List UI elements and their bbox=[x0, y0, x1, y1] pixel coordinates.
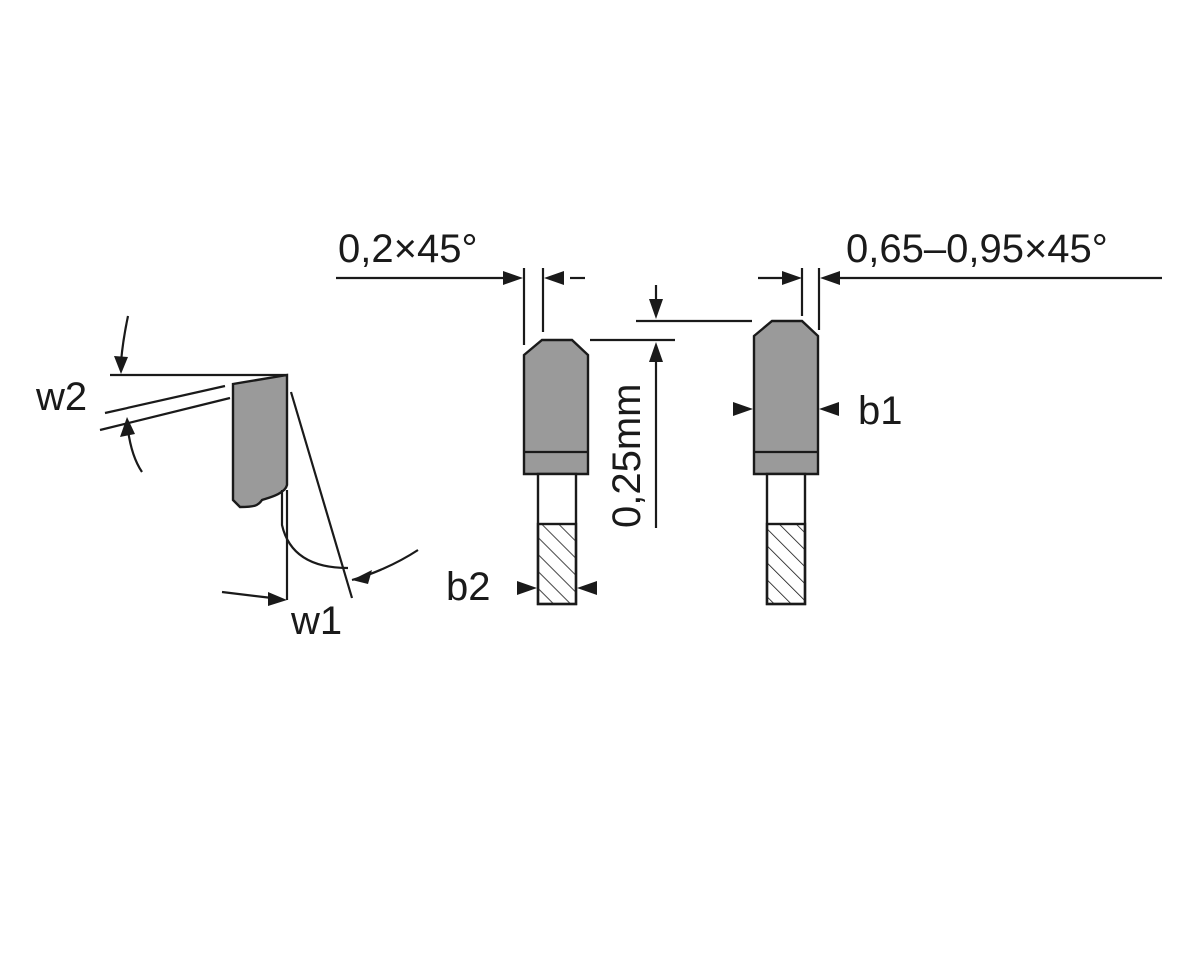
b2-left-arrowhead bbox=[517, 581, 537, 595]
tooth-2-head bbox=[752, 319, 820, 476]
b2-label: b2 bbox=[446, 565, 491, 609]
tooth-2-hatched-section bbox=[765, 522, 807, 606]
chamfer-left-label: 0,2×45° bbox=[338, 227, 477, 271]
w2-incline-line-2 bbox=[99, 396, 231, 432]
w2-bottom-arc bbox=[126, 429, 143, 473]
w1-inclined-line bbox=[289, 391, 354, 599]
side-tooth-shape bbox=[231, 373, 289, 509]
w1-label: w1 bbox=[290, 599, 342, 643]
side-blade-edge bbox=[280, 490, 349, 570]
w1-left-arrowhead bbox=[268, 592, 287, 606]
chamfer-right-arrowhead-1 bbox=[782, 271, 802, 285]
front-view-tooth-1: 0,2×45° b2 bbox=[336, 227, 597, 609]
height-bottom-arrowhead bbox=[649, 342, 663, 362]
w1-right-arrowhead bbox=[352, 570, 372, 584]
b2-right-arrowhead bbox=[577, 581, 597, 595]
height-label: 0,25mm bbox=[605, 384, 649, 529]
tooth-1-head bbox=[522, 338, 590, 476]
w2-top-arrowhead bbox=[114, 356, 128, 374]
w2-bottom-arrowhead bbox=[120, 417, 135, 437]
b1-left-arrowhead bbox=[733, 402, 753, 416]
tooth-1-hatched-section bbox=[536, 522, 578, 606]
height-dimension: 0,25mm bbox=[590, 285, 752, 528]
w2-label: w2 bbox=[35, 375, 87, 419]
chamfer-right-arrowhead-2 bbox=[820, 271, 840, 285]
b1-label: b1 bbox=[858, 389, 903, 433]
b1-right-arrowhead bbox=[819, 402, 839, 416]
w2-top-arrow-line bbox=[119, 315, 130, 363]
w1-left-arrow-line bbox=[221, 590, 273, 600]
chamfer-left-arrowhead-2 bbox=[544, 271, 564, 285]
w2-incline-line-1 bbox=[104, 384, 226, 415]
side-view-tooth: w2 w1 bbox=[35, 315, 419, 643]
height-top-arrowhead bbox=[649, 299, 663, 319]
front-view-tooth-2: 0,65–0,95×45° b1 bbox=[733, 227, 1162, 606]
chamfer-right-label: 0,65–0,95×45° bbox=[846, 227, 1108, 271]
chamfer-left-arrowhead-1 bbox=[503, 271, 523, 285]
